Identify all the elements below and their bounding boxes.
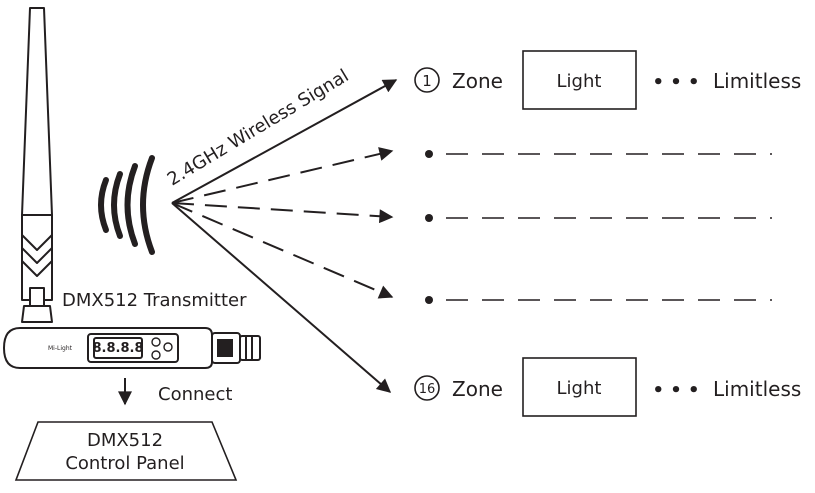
- zone-label: Zone: [452, 377, 503, 401]
- arrow-zone-1: [171, 79, 398, 204]
- arrow-zone-16: [171, 202, 392, 393]
- signal-label: 2.4GHz Wireless Signal: [164, 65, 353, 190]
- zone-number-circle: [414, 375, 440, 401]
- limitless-label: Limitless: [713, 69, 801, 93]
- zone-row-16: 16 Zone Light • • • Limitless: [414, 357, 801, 417]
- more-dots: • • •: [652, 72, 699, 93]
- control-panel-box: [14, 421, 238, 481]
- row-dot: [425, 296, 433, 304]
- device-display-digits: 8.8.8.8: [93, 341, 144, 356]
- more-dots: • • •: [652, 380, 699, 401]
- zone-row-1: 1 Zone Light • • • Limitless: [414, 50, 801, 110]
- arrow-dashed-2: [171, 202, 394, 224]
- light-box: [522, 50, 637, 110]
- row-dot: [425, 150, 433, 158]
- limitless-label: Limitless: [713, 377, 801, 401]
- connect-label: Connect: [158, 384, 232, 405]
- zone-number: 16: [419, 382, 436, 397]
- row-dot: [425, 214, 433, 222]
- dmx-transmitter-device: [2, 327, 261, 369]
- signal-arrows: [171, 79, 398, 393]
- wireless-waves-icon: [98, 155, 155, 255]
- light-label: Light: [557, 378, 602, 399]
- device-brand-text: Mi-Light: [48, 345, 73, 352]
- control-panel-line2: Control Panel: [65, 453, 184, 474]
- transmitter-label: DMX512 Transmitter: [62, 290, 247, 311]
- zone-label: Zone: [452, 69, 503, 93]
- zone-number-circle: [414, 67, 440, 93]
- light-box: [522, 357, 637, 417]
- control-panel-line1: DMX512: [87, 430, 163, 451]
- antenna-icon: [21, 7, 53, 323]
- omitted-zones: [425, 150, 772, 304]
- arrow-dashed-1: [171, 147, 394, 204]
- light-label: Light: [557, 71, 602, 92]
- zone-number: 1: [422, 72, 432, 90]
- arrow-dashed-3: [171, 202, 394, 299]
